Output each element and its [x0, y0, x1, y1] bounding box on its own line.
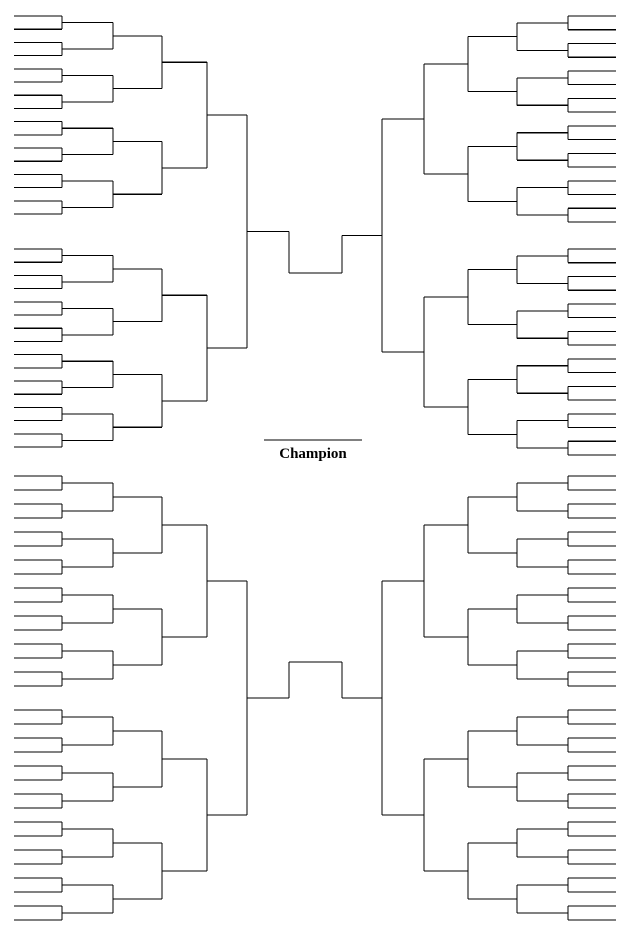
champion-label: Champion [279, 446, 347, 462]
